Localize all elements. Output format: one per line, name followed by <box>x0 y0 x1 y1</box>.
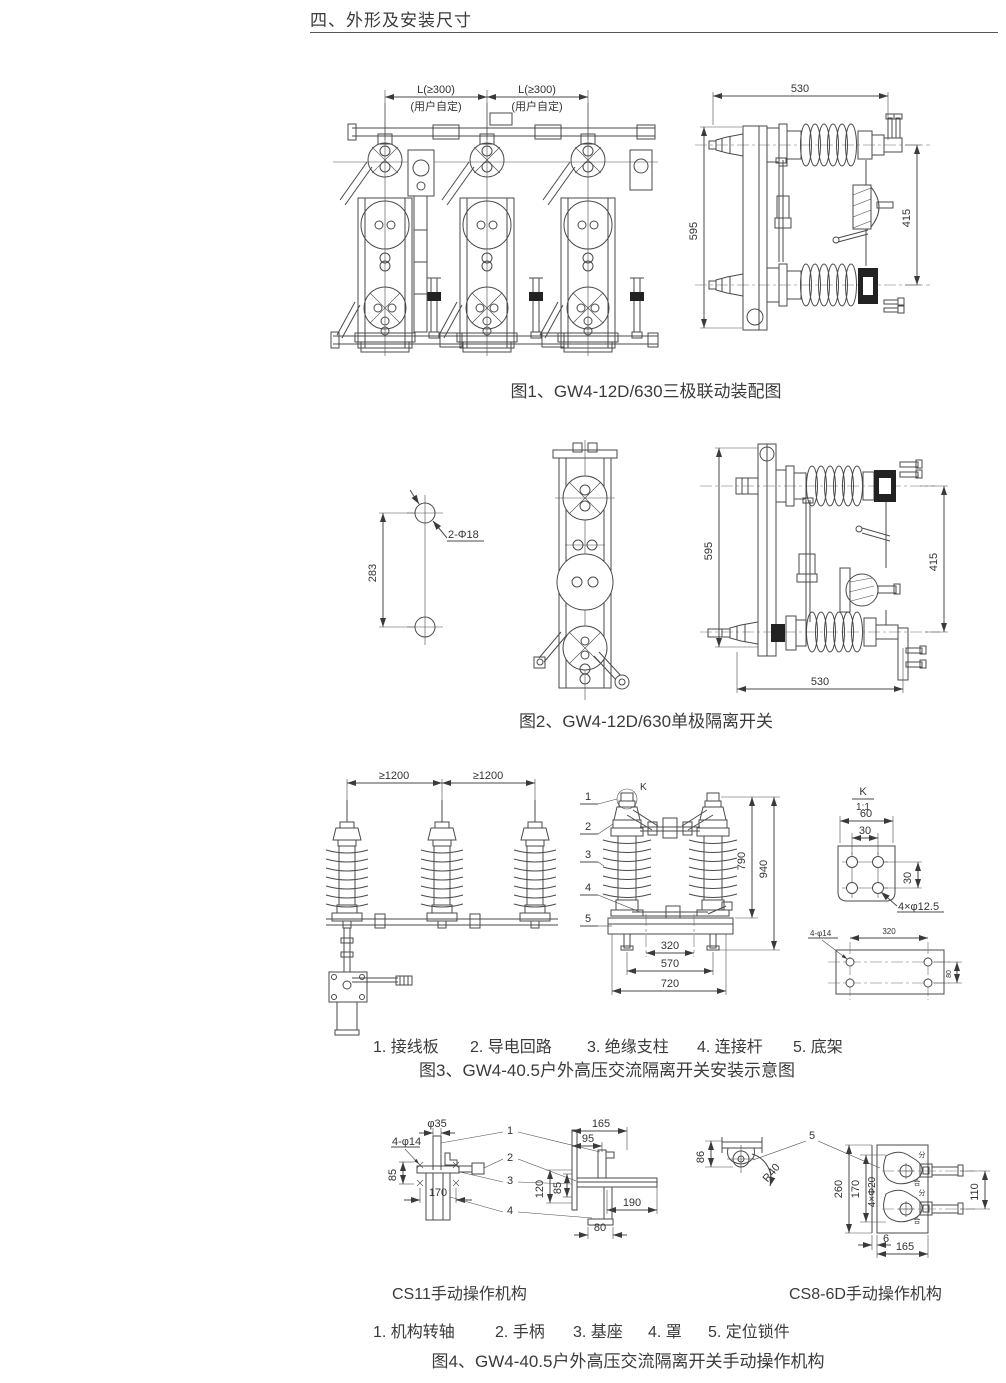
dim-320b: 320 <box>882 927 896 936</box>
dim-60: 60 <box>860 808 872 820</box>
dim-110: 110 <box>969 1183 981 1201</box>
k-title: K <box>859 786 867 798</box>
part-5: 5 <box>585 913 591 925</box>
dim-940: 940 <box>758 860 770 878</box>
part-3: 3 <box>585 849 591 861</box>
page-title: 四、外形及安装尺寸 <box>310 11 472 30</box>
figure3-caption: 图3、GW4-40.5户外高压交流隔离开关安装示意图 <box>419 1061 795 1080</box>
dim-283: 283 <box>367 564 379 582</box>
dim-85a: 85 <box>387 1169 399 1181</box>
cs11-part2: 2 <box>507 1152 513 1164</box>
fig4-legend-4: 4. 罩 <box>648 1324 682 1341</box>
part-1: 1 <box>585 791 591 803</box>
fig4-legend-3: 3. 基座 <box>573 1324 623 1341</box>
dim-1200a: ≥1200 <box>379 770 410 782</box>
fig4-legend-5: 5. 定位锁件 <box>708 1324 790 1341</box>
cs11-caption: CS11手动操作机构 <box>392 1286 527 1303</box>
dim-720: 720 <box>661 978 679 990</box>
dim-1200b: ≥1200 <box>473 770 504 782</box>
k-mark: K <box>640 782 647 793</box>
label-open2: 分 <box>919 1188 926 1197</box>
fig3-legend-2: 2. 导电回路 <box>470 1039 552 1056</box>
fig1-front-view: L(≥300) (用户自定) L(≥300) (用户自定) <box>330 84 659 357</box>
dim-415: 415 <box>901 209 913 227</box>
dim-95: 95 <box>582 1133 594 1145</box>
fig2-side-view: 595 415 530 <box>700 443 948 693</box>
cs11-part1: 1 <box>507 1125 513 1137</box>
dim-80b: 80 <box>946 970 953 978</box>
dim-80: 80 <box>594 1222 606 1234</box>
fig3-legend-3: 3. 绝缘支柱 <box>587 1039 669 1056</box>
dim-570: 570 <box>661 958 679 970</box>
cs86d-caption: CS8-6D手动操作机构 <box>789 1286 942 1303</box>
figure4-caption: 图4、GW4-40.5户外高压交流隔离开关手动操作机构 <box>431 1352 825 1371</box>
dim-170a: 170 <box>429 1187 447 1199</box>
fig3-installation-view: K 1 2 3 4 <box>580 782 780 995</box>
label-open1: 分 <box>919 1150 926 1159</box>
dim-595: 595 <box>688 222 700 240</box>
title-rule <box>310 32 998 33</box>
fig4-cs86d-view: 86 R40 5 <box>695 1130 990 1258</box>
dim-530: 530 <box>791 83 809 95</box>
part-2: 2 <box>585 821 591 833</box>
fig4-legend-2: 2. 手柄 <box>495 1324 545 1341</box>
cs11-part4: 4 <box>507 1205 513 1217</box>
dim-30a: 30 <box>859 825 871 837</box>
fig4-legend-1: 1. 机构转轴 <box>373 1324 455 1341</box>
dim-85b: 85 <box>552 1182 564 1194</box>
fig3-legend-1: 1. 接线板 <box>373 1039 439 1056</box>
k-scale: 1:1 <box>856 802 870 813</box>
dim-pitch2-note: (用户自定) <box>511 99 562 113</box>
dim-595b: 595 <box>703 542 715 560</box>
figure2-caption: 图2、GW4-12D/630单极隔离开关 <box>518 712 774 731</box>
dim-165a: 165 <box>592 1118 610 1130</box>
fig3-legend-5: 5. 底架 <box>793 1039 843 1056</box>
fig3-pole-group-view: ≥1200 ≥1200 <box>325 770 558 1036</box>
dim-165b: 165 <box>896 1241 914 1253</box>
dim-86: 86 <box>695 1151 707 1163</box>
dim-4phi14b: 4-φ14 <box>392 1136 421 1148</box>
part-4: 4 <box>585 882 591 894</box>
dim-530b: 530 <box>811 676 829 688</box>
dim-pitch1: L(≥300) <box>417 84 455 96</box>
dim-30b: 30 <box>902 872 914 884</box>
dim-6: 6 <box>883 1233 889 1245</box>
dim-790: 790 <box>736 852 748 870</box>
dim-260: 260 <box>833 1180 845 1198</box>
dim-120: 120 <box>534 1180 546 1198</box>
dim-2phi18: 2-Φ18 <box>448 529 479 541</box>
dim-4phi20: 4×Φ20 <box>867 1176 878 1207</box>
dim-190: 190 <box>623 1197 641 1209</box>
dim-320: 320 <box>661 940 679 952</box>
fig3-legend-4: 4. 连接杆 <box>697 1039 763 1056</box>
dim-phi35: φ35 <box>427 1118 446 1130</box>
fig2-hole-pattern: 283 2-Φ18 <box>367 489 484 645</box>
dim-415b: 415 <box>928 553 940 571</box>
label-close1: 合 <box>914 1178 921 1187</box>
dim-pitch1-note: (用户自定) <box>410 99 461 113</box>
dim-r40: R40 <box>761 1161 783 1184</box>
dim-4phi125: 4×φ12.5 <box>898 901 939 913</box>
label-close2: 合 <box>914 1216 921 1225</box>
cs86d-part5: 5 <box>809 1130 815 1142</box>
fig1-side-view: 530 595 415 <box>688 83 930 331</box>
fig2-front-view <box>533 440 630 700</box>
fig3-k-detail: K 1:1 60 30 30 4×φ12.5 <box>837 786 944 913</box>
figure1-caption: 图1、GW4-12D/630三极联动装配图 <box>510 382 782 401</box>
dim-pitch2: L(≥300) <box>518 84 556 96</box>
cs11-part3: 3 <box>507 1175 513 1187</box>
fig4-cs11-view: φ35 4-φ14 85 <box>387 1118 658 1239</box>
dim-4phi14: 4-φ14 <box>810 929 832 938</box>
fig3-foundation-plan: 320 4-φ14 80 <box>808 927 962 1000</box>
dim-170b: 170 <box>850 1180 862 1198</box>
